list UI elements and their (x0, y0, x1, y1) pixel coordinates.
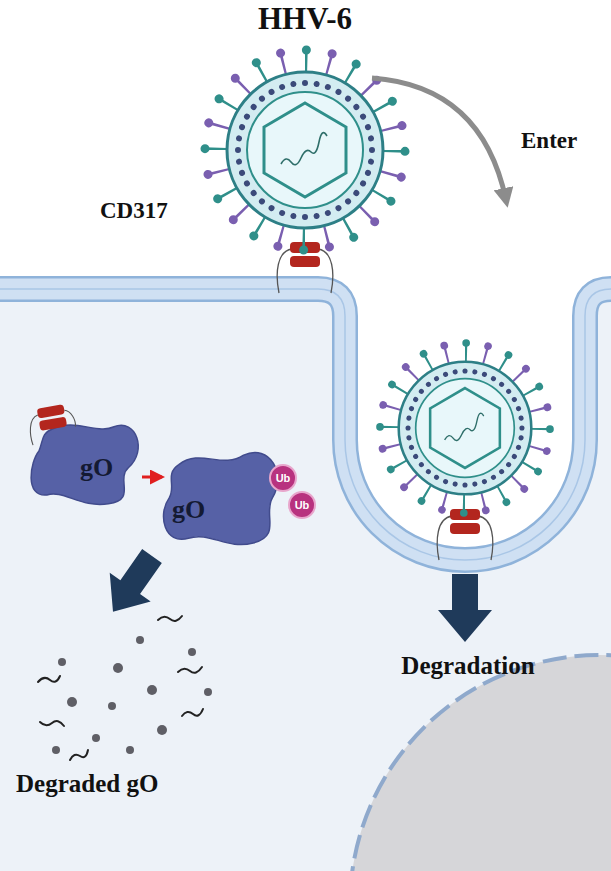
fragment-dot (147, 685, 157, 695)
fragment-squiggle (70, 750, 88, 760)
fragment-dot (126, 746, 134, 754)
entry-arrow (372, 78, 506, 200)
cd317-dimer (26, 403, 77, 446)
glycoprotein-shape: gOUbUb (162, 448, 282, 543)
ubiquitin-circle: Ub (269, 464, 297, 492)
fragment-dot (108, 702, 116, 710)
fragment-dot (188, 648, 196, 656)
step-label: Enter (521, 128, 577, 153)
protein-fragments (38, 616, 203, 760)
cd317-subunit (37, 404, 65, 418)
membrane-midline (0, 289, 611, 560)
ubiquitin-circle: Ub (288, 491, 316, 519)
membrane-core (0, 289, 611, 560)
nucleus (350, 655, 611, 871)
fragment-squiggle (40, 721, 64, 726)
fragment-dot (67, 697, 77, 707)
degradation-arrow (93, 542, 173, 626)
glycoprotein-body (31, 425, 138, 504)
conversion-arrow (142, 476, 162, 479)
fragment-squiggle (158, 616, 182, 621)
fragment-dot (92, 734, 100, 742)
cd317-dimer (437, 509, 493, 560)
ubiquitin-label: Ub (295, 499, 310, 511)
glycoprotein-shape: gO (30, 418, 142, 506)
figure-title: HHV-6 (258, 2, 352, 36)
fragment-squiggle (182, 709, 203, 716)
glycoprotein-label: gO (172, 496, 205, 525)
protein-fragments (52, 636, 212, 754)
ubiquitin-label: Ub (276, 472, 291, 484)
protein-label: CD317 (100, 198, 168, 223)
fragment-dot (113, 663, 123, 673)
glycoprotein-body (163, 452, 277, 544)
fragment-dot (52, 746, 60, 754)
fragment-dot (204, 688, 212, 696)
product-label: Degraded gO (16, 770, 158, 798)
fragment-dot (58, 658, 66, 666)
fragment-dot (136, 636, 144, 644)
cd317-subunit (39, 417, 67, 431)
cd317-tail (27, 415, 42, 445)
step-label: Degradation (401, 652, 534, 680)
fragment-squiggle (178, 667, 202, 673)
membrane-outer (0, 289, 611, 560)
glycoprotein-label: gO (80, 454, 113, 483)
degradation-arrow (438, 574, 492, 642)
fragment-squiggle (38, 676, 60, 682)
virus-particle (380, 343, 550, 513)
fragment-dot (157, 725, 167, 735)
degradation-arrow-shape (93, 542, 173, 626)
cd317-tail (64, 409, 76, 428)
